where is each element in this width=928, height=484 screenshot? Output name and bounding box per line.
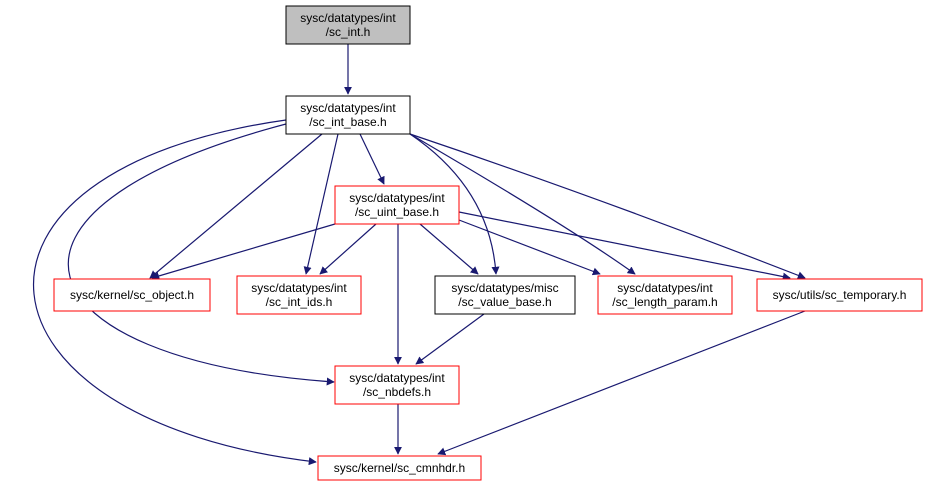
node-box <box>285 95 411 135</box>
edge-sc_value_base-to-sc_nbdefs <box>415 313 485 365</box>
node-label-line: sysc/datatypes/int <box>617 281 713 295</box>
node-label-line: /sc_uint_base.h <box>355 205 439 219</box>
edge-sc_int_base-to-sc_cmnhdr <box>33 119 317 466</box>
node-label-line: /sc_int.h <box>326 25 371 39</box>
node-sc_uint_base[interactable]: sysc/datatypes/int/sc_uint_base.h <box>334 185 460 225</box>
node-sc_int_ids[interactable]: sysc/datatypes/int/sc_int_ids.h <box>236 275 362 315</box>
node-label-line: sysc/utils/sc_temporary.h <box>773 288 907 302</box>
node-box <box>434 275 576 315</box>
nodes-layer: sysc/datatypes/int/sc_int.hsysc/datatype… <box>53 5 923 481</box>
edge-sc_uint_base-to-sc_value_base <box>419 223 479 275</box>
edges-layer <box>33 44 806 466</box>
node-sc_int[interactable]: sysc/datatypes/int/sc_int.h <box>285 5 411 45</box>
node-label-line: sysc/datatypes/int <box>300 11 396 25</box>
edge-sc_uint_base-to-sc_object <box>151 223 336 280</box>
node-sc_cmnhdr[interactable]: sysc/kernel/sc_cmnhdr.h <box>317 455 482 481</box>
node-label-line: /sc_nbdefs.h <box>363 385 431 399</box>
edge-sc_int_base-to-sc_int_ids <box>303 133 339 275</box>
node-label-line: sysc/datatypes/int <box>349 191 445 205</box>
edge-sc_temporary-to-sc_cmnhdr <box>437 310 806 456</box>
edge-sc_int_base-to-sc_length_param <box>409 133 636 275</box>
edge-sc_int_base-to-sc_uint_base <box>359 133 385 185</box>
node-label-line: sysc/datatypes/int <box>251 281 347 295</box>
node-label-line: /sc_value_base.h <box>458 295 551 309</box>
node-label-line: /sc_int_base.h <box>309 115 386 129</box>
edge-sc_uint_base-to-sc_int_ids <box>319 223 377 275</box>
node-label-line: /sc_length_param.h <box>612 295 717 309</box>
edge-sc_int_base-to-sc_nbdefs <box>67 123 335 386</box>
edge-sc_int_base-to-sc_temporary <box>409 133 806 280</box>
edge-sc_int_base-to-sc_value_base <box>409 133 500 275</box>
node-box <box>317 455 482 481</box>
edge-sc_int_base-to-sc_object <box>149 133 323 279</box>
node-sc_value_base[interactable]: sysc/datatypes/misc/sc_value_base.h <box>434 275 576 315</box>
node-box <box>285 5 411 45</box>
node-sc_temporary[interactable]: sysc/utils/sc_temporary.h <box>756 278 923 312</box>
edge-sc_uint_base-to-sc_temporary <box>458 211 791 281</box>
node-label-line: sysc/kernel/sc_object.h <box>70 288 194 302</box>
node-label-line: /sc_int_ids.h <box>266 295 333 309</box>
node-box <box>756 278 923 312</box>
node-box <box>597 275 733 315</box>
node-label-line: sysc/kernel/sc_cmnhdr.h <box>334 461 465 475</box>
node-box <box>334 365 460 405</box>
edge-sc_uint_base-to-sc_length_param <box>458 219 601 276</box>
node-sc_int_base[interactable]: sysc/datatypes/int/sc_int_base.h <box>285 95 411 135</box>
node-label-line: sysc/datatypes/misc <box>451 281 558 295</box>
node-box <box>334 185 460 225</box>
node-sc_nbdefs[interactable]: sysc/datatypes/int/sc_nbdefs.h <box>334 365 460 405</box>
node-box <box>53 278 211 312</box>
node-box <box>236 275 362 315</box>
node-sc_object[interactable]: sysc/kernel/sc_object.h <box>53 278 211 312</box>
node-label-line: sysc/datatypes/int <box>300 101 396 115</box>
node-label-line: sysc/datatypes/int <box>349 371 445 385</box>
node-sc_length_param[interactable]: sysc/datatypes/int/sc_length_param.h <box>597 275 733 315</box>
